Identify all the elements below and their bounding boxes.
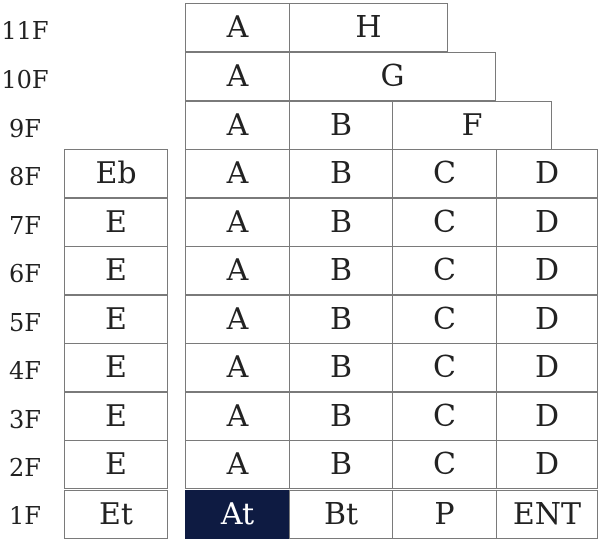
room-1f-at-selected[interactable]: At [185,490,290,539]
room-6f-e[interactable]: E [64,246,168,295]
floor-label-6f: 6F [9,260,41,288]
room-4f-b[interactable]: B [289,343,393,392]
room-11f-h[interactable]: H [289,3,448,52]
room-8f-c[interactable]: C [392,149,497,198]
room-5f-b[interactable]: B [289,295,393,344]
floor-label-7f: 7F [9,212,41,240]
floor-label-10f: 10F [1,66,49,94]
room-7f-d[interactable]: D [496,198,598,247]
room-10f-a[interactable]: A [185,52,290,101]
room-3f-c[interactable]: C [392,392,497,441]
room-7f-e[interactable]: E [64,198,168,247]
room-5f-d[interactable]: D [496,295,598,344]
room-5f-a[interactable]: A [185,295,290,344]
floor-label-4f: 4F [9,357,41,385]
floor-label-5f: 5F [9,309,41,337]
room-8f-d[interactable]: D [496,149,598,198]
room-4f-a[interactable]: A [185,343,290,392]
room-2f-d[interactable]: D [496,440,598,489]
room-11f-a[interactable]: A [185,3,290,52]
room-1f-ent[interactable]: ENT [496,490,598,539]
floor-label-8f: 8F [9,163,41,191]
room-9f-a[interactable]: A [185,101,290,150]
room-6f-b[interactable]: B [289,246,393,295]
room-10f-g[interactable]: G [289,52,496,101]
room-6f-c[interactable]: C [392,246,497,295]
room-1f-et[interactable]: Et [64,490,168,539]
floor-label-11f: 11F [1,17,49,45]
room-3f-a[interactable]: A [185,392,290,441]
room-9f-f[interactable]: F [392,101,552,150]
room-8f-a[interactable]: A [185,149,290,198]
room-2f-c[interactable]: C [392,440,497,489]
room-2f-e[interactable]: E [64,440,168,489]
room-3f-b[interactable]: B [289,392,393,441]
room-8f-b[interactable]: B [289,149,393,198]
floor-label-2f: 2F [9,454,41,482]
room-3f-d[interactable]: D [496,392,598,441]
room-3f-e[interactable]: E [64,392,168,441]
room-7f-b[interactable]: B [289,198,393,247]
room-7f-a[interactable]: A [185,198,290,247]
room-5f-c[interactable]: C [392,295,497,344]
room-7f-c[interactable]: C [392,198,497,247]
room-6f-d[interactable]: D [496,246,598,295]
room-1f-bt[interactable]: Bt [289,490,393,539]
room-1f-p[interactable]: P [392,490,497,539]
floor-label-9f: 9F [9,115,41,143]
room-8f-eb[interactable]: Eb [64,149,168,198]
room-4f-d[interactable]: D [496,343,598,392]
room-4f-c[interactable]: C [392,343,497,392]
room-9f-b[interactable]: B [289,101,393,150]
room-4f-e[interactable]: E [64,343,168,392]
room-2f-b[interactable]: B [289,440,393,489]
room-5f-e[interactable]: E [64,295,168,344]
floor-label-3f: 3F [9,406,41,434]
room-6f-a[interactable]: A [185,246,290,295]
room-2f-a[interactable]: A [185,440,290,489]
floor-label-1f: 1F [9,502,41,530]
